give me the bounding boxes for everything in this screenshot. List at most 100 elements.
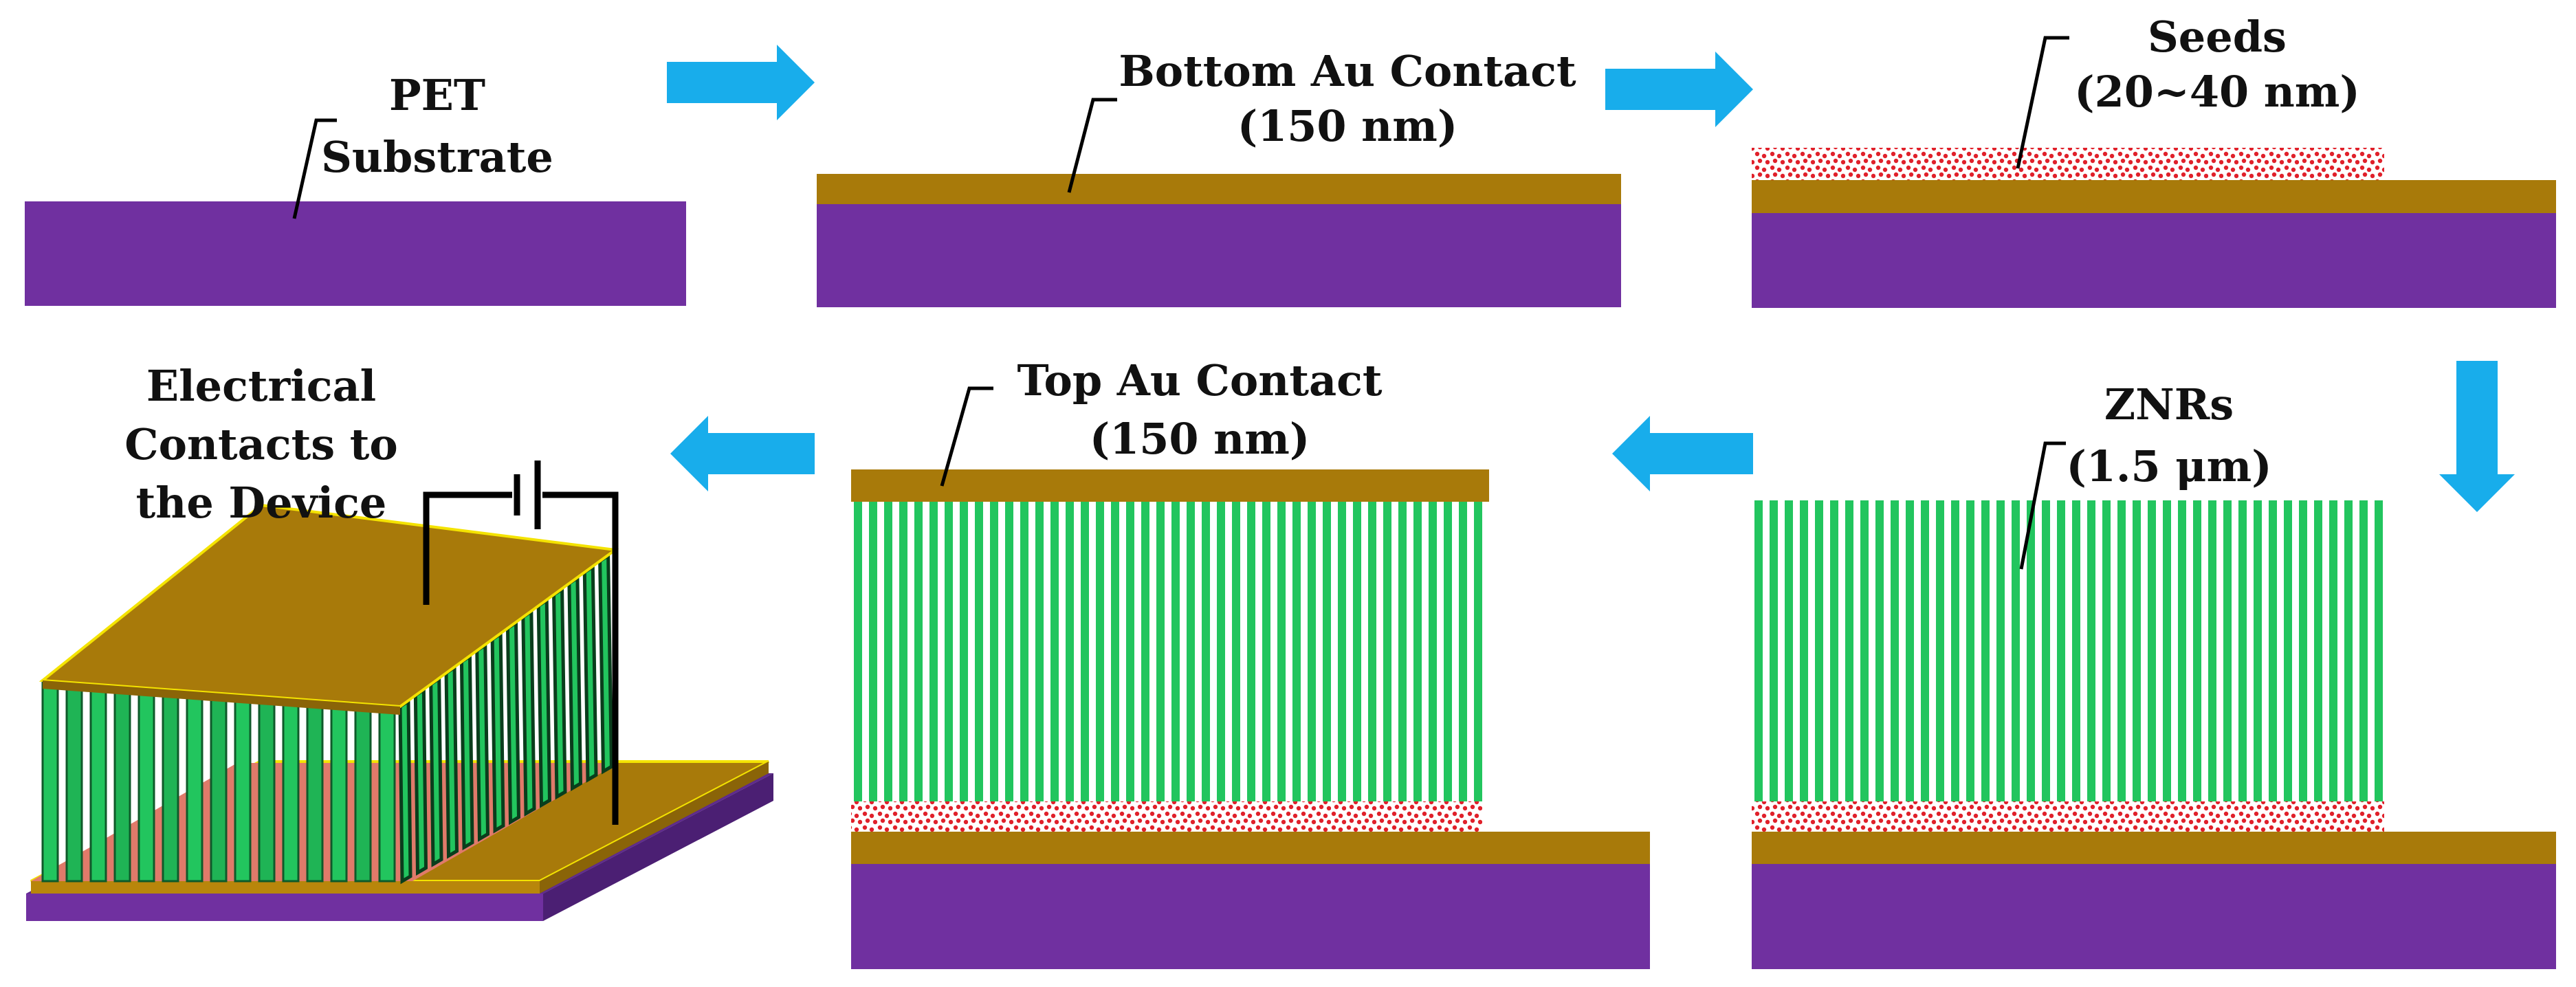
- device-nanorods-front: [41, 679, 396, 883]
- nanorod: [1921, 500, 1929, 801]
- pet-label-line2: Substrate: [321, 132, 553, 182]
- nanorod: [1398, 502, 1407, 801]
- nanorod: [398, 698, 412, 885]
- bottom-au-layer: [817, 174, 1621, 204]
- nanorod: [521, 608, 536, 817]
- nanorod: [1981, 500, 1990, 801]
- device-bottom-au-side: [540, 762, 769, 894]
- seeds-label-line1: Seeds: [2148, 12, 2287, 62]
- top-au-layer: [851, 469, 1489, 502]
- nanorod: [1005, 502, 1013, 801]
- nanorod: [1860, 500, 1869, 801]
- nanorod: [1830, 500, 1838, 801]
- nanorod: [2133, 500, 2141, 801]
- substrate-layer: [817, 203, 1621, 307]
- top-au-leader-line: [940, 386, 993, 487]
- nanorod: [1996, 500, 2005, 801]
- step-znrs: ZNRs (1.5 μm): [1752, 379, 2556, 969]
- nanorod: [378, 704, 396, 883]
- nanorod: [1187, 502, 1195, 801]
- nanorod: [1875, 500, 1884, 801]
- nanorod: [2193, 500, 2201, 801]
- nanorod: [475, 641, 490, 842]
- process-arrow-icon: [667, 45, 815, 120]
- nanorod: [1156, 502, 1165, 801]
- process-arrow-icon: [670, 416, 815, 491]
- nanorod: [1429, 502, 1437, 801]
- step-top-au-contact: Top Au Contact (150 nm): [851, 355, 1650, 969]
- nanorod: [354, 702, 372, 883]
- nanorod: [282, 696, 300, 883]
- nanorod: [1951, 500, 1959, 801]
- step-device-3d: Electrical Contacts to the Device: [26, 361, 773, 921]
- process-arrow-icon: [1605, 52, 1753, 127]
- nanorod: [854, 502, 862, 801]
- bottom-au-layer: [1752, 832, 2556, 864]
- nanorod: [2359, 500, 2368, 801]
- top-au-label-line1: Top Au Contact: [1017, 355, 1382, 406]
- nanorod: [536, 597, 552, 808]
- nanorod: [444, 664, 459, 859]
- pet-substrate-layer: [25, 201, 686, 306]
- nanorod: [210, 691, 228, 883]
- nanorod: [582, 563, 598, 783]
- step-seeds: Seeds (20~40 nm): [1752, 12, 2556, 308]
- device-nanorods-side: [398, 552, 614, 885]
- nanorod: [929, 502, 938, 801]
- pet-leader-line: [292, 118, 337, 219]
- nanorod: [567, 575, 583, 792]
- nanorod: [429, 675, 443, 867]
- bottom-au-layer: [1752, 180, 2556, 213]
- nanorod: [2163, 500, 2171, 801]
- nanorod: [1800, 500, 1808, 801]
- nanorod: [1353, 502, 1361, 801]
- nanorod: [1338, 502, 1346, 801]
- nanorod: [459, 653, 474, 851]
- device-bottom-au-front: [31, 881, 540, 894]
- device-substrate-front: [26, 894, 543, 921]
- nanorod: [1096, 502, 1104, 801]
- nanorod: [869, 502, 877, 801]
- nanorod: [258, 695, 276, 883]
- nanorod: [899, 502, 907, 801]
- electrical-label-line3: the Device: [136, 478, 387, 528]
- nanorod: [2148, 500, 2156, 801]
- nanorod: [1966, 500, 1974, 801]
- seed-layer: [851, 801, 1482, 832]
- nanorod: [1785, 500, 1793, 801]
- nanorod: [1111, 502, 1119, 801]
- pet-label-line1: PET: [389, 70, 485, 120]
- nanorod: [2223, 500, 2232, 801]
- nanorod: [598, 552, 614, 775]
- nanorod: [2178, 500, 2186, 801]
- nanorod: [1202, 502, 1210, 801]
- nanorod: [1891, 500, 1899, 801]
- nanorod: [2027, 500, 2035, 801]
- nanorod: [2072, 500, 2080, 801]
- nanorod-array: [1754, 500, 2383, 801]
- nanorod: [1308, 502, 1316, 801]
- nanorod: [186, 689, 203, 883]
- nanorod: [1474, 502, 1482, 801]
- nanorod: [2375, 500, 2383, 801]
- bottom-au-layer: [851, 832, 1650, 864]
- electrical-label-line2: Contacts to: [124, 419, 397, 469]
- electrical-label-line1: Electrical: [146, 361, 376, 411]
- nanorod: [413, 687, 428, 876]
- znrs-label-line1: ZNRs: [2104, 379, 2234, 430]
- device-substrate-side: [543, 773, 773, 921]
- nanorod: [2329, 500, 2337, 801]
- nanorod: [2299, 500, 2307, 801]
- nanorod: [89, 683, 107, 883]
- nanorod: [113, 685, 131, 883]
- contact-wire-bottom: [542, 491, 619, 825]
- nanorod: [1141, 502, 1149, 801]
- nanorod: [306, 698, 324, 883]
- nanorod: [1815, 500, 1823, 801]
- bottom-au-label-line1: Bottom Au Contact: [1119, 46, 1576, 96]
- nanorod: [234, 693, 252, 883]
- nanorod: [1906, 500, 1914, 801]
- nanorod: [1754, 500, 1763, 801]
- nanorod: [552, 586, 567, 800]
